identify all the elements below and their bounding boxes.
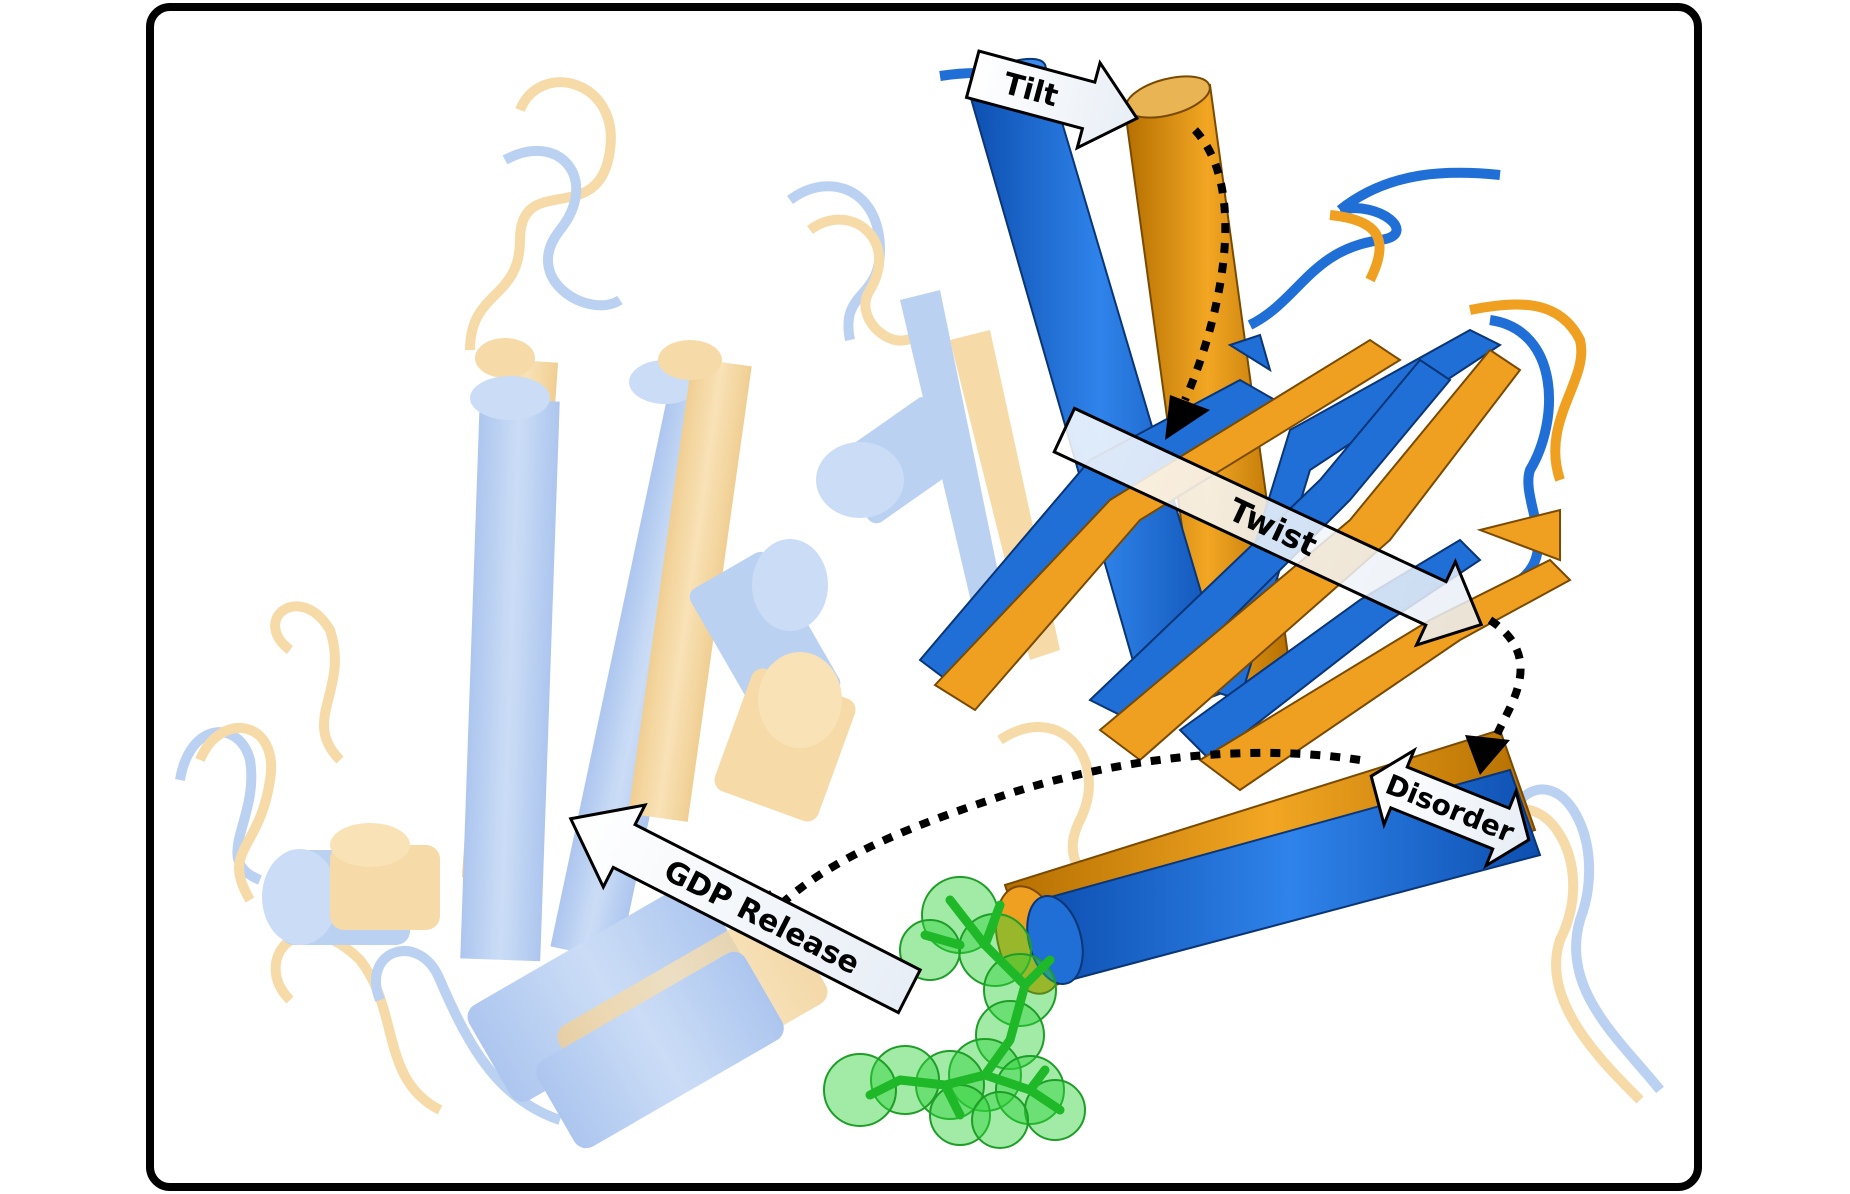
gdp-ligand [823, 876, 1086, 1149]
faded-helix-2 [460, 376, 560, 962]
faded-helix-10 [467, 881, 828, 1149]
faded-helix-9 [330, 823, 440, 930]
tilt-arrow: Tilt [964, 49, 1140, 151]
faded-helix-4 [628, 340, 752, 822]
conformational-pathway [777, 127, 1525, 908]
faded-helix-7 [714, 652, 856, 822]
